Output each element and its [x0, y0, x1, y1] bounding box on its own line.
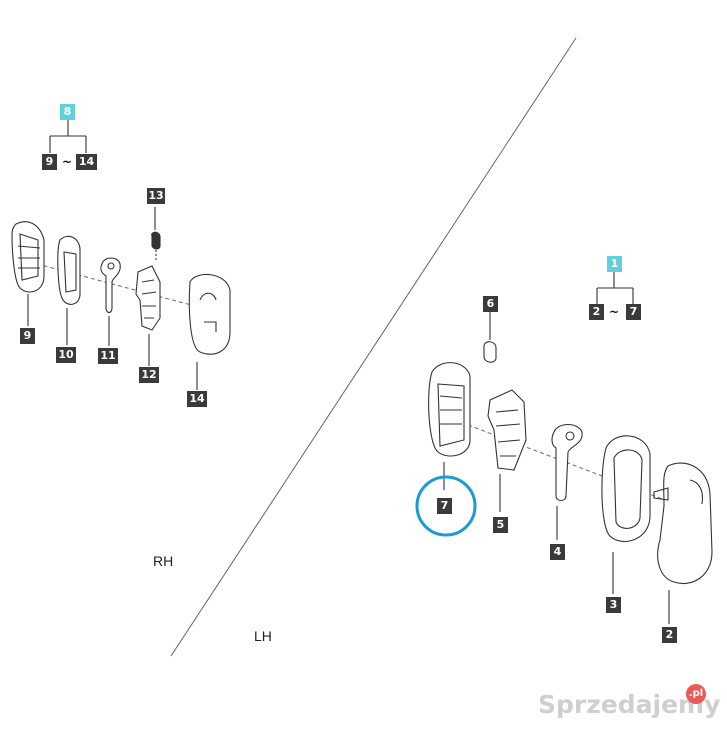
part-tag-10: 10	[56, 347, 76, 363]
range-separator-rh: ~	[62, 155, 73, 169]
range-separator-lh: ~	[609, 305, 620, 319]
part-11-drawing	[100, 257, 121, 346]
range-end-rh: 14	[76, 154, 97, 170]
part-tag-9: 9	[20, 328, 35, 344]
part-10-drawing	[57, 235, 81, 345]
group-label-lh: 1	[607, 256, 622, 272]
part-5-drawing	[487, 389, 527, 512]
part-13-drawing	[151, 207, 161, 262]
part-tag-11: 11	[98, 348, 118, 364]
part-tag-14: 14	[187, 391, 207, 407]
side-label-rh: RH	[153, 553, 174, 569]
part-4-drawing	[551, 423, 583, 540]
part-tag-12: 12	[139, 367, 159, 383]
group-label-rh: 8	[60, 104, 75, 120]
part-tag-2: 2	[662, 627, 677, 643]
part-tag-7: 7	[437, 498, 452, 514]
range-start-lh: 2	[589, 304, 604, 320]
part-3-drawing	[601, 435, 651, 594]
lh-bracket	[596, 272, 634, 304]
range-end-lh: 7	[626, 304, 641, 320]
range-start-rh: 9	[42, 154, 57, 170]
part-14-drawing	[188, 273, 231, 390]
watermark-badge: .pl	[686, 684, 706, 704]
side-label-lh: LH	[254, 628, 272, 644]
part-7-drawing	[428, 362, 471, 490]
rh-bracket	[49, 120, 87, 153]
part-6-drawing	[483, 312, 497, 363]
part-tag-6: 6	[483, 296, 498, 312]
part-12-drawing	[135, 265, 161, 366]
highlight-ring	[415, 475, 477, 537]
part-tag-5: 5	[493, 517, 508, 533]
divider-line	[170, 37, 577, 657]
part-tag-4: 4	[550, 544, 565, 560]
part-2-drawing	[653, 462, 713, 624]
part-tag-13: 13	[147, 188, 165, 204]
part-tag-3: 3	[606, 597, 621, 613]
part-9-drawing	[11, 221, 45, 326]
